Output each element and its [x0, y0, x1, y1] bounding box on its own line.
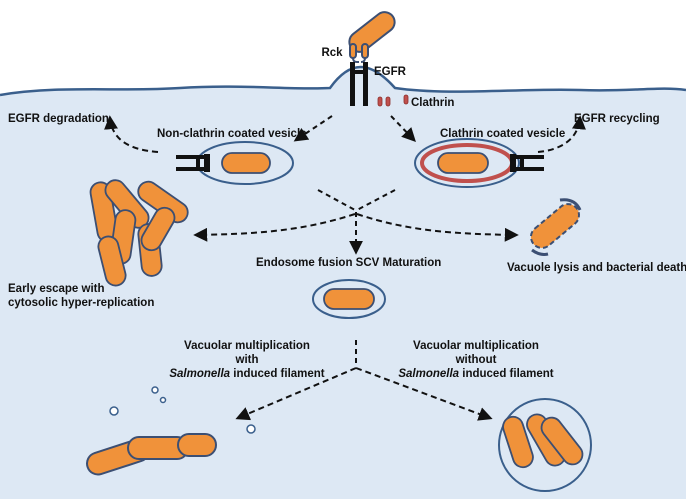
- label-early-escape-line1: Early escape with: [8, 283, 105, 295]
- rck-ligand: [349, 43, 369, 63]
- label-vac-with-line2: with: [235, 354, 259, 366]
- label-vac-without-line1: Vacuolar multiplication: [413, 340, 539, 352]
- label-vac-without-filament: induced filament: [459, 368, 554, 380]
- label-vac-without-salmonella: Salmonella: [398, 368, 459, 380]
- merge-line-left: [317, 189, 356, 211]
- filament-bacteria: [86, 433, 217, 476]
- hyper-replication-cluster: [89, 179, 189, 287]
- label-vac-without-line3: Salmonella induced filament: [398, 368, 553, 380]
- label-vac-without-line2: without: [455, 354, 497, 366]
- vacuole-fragment-bottom: [531, 248, 549, 256]
- label-egfr-recycling: EGFR recycling: [574, 113, 660, 125]
- label-vac-with-line3: Salmonella induced filament: [169, 368, 324, 380]
- label-rck: Rck: [321, 47, 343, 59]
- arrow-egfr-recycling: [537, 115, 586, 153]
- label-early-escape-line2: cytosolic hyper-replication: [8, 297, 154, 309]
- arrow-to-filament: [235, 367, 357, 421]
- small-vesicles: [109, 386, 256, 434]
- label-egfr: EGFR: [374, 66, 407, 78]
- label-clathrin: Clathrin: [411, 97, 454, 109]
- label-vacuole-lysis: Vacuole lysis and bacterial death: [507, 262, 686, 274]
- label-endosome-fusion: Endosome fusion SCV Maturation: [256, 257, 441, 269]
- arrow-to-vacuole-multiplication: [355, 367, 493, 421]
- vacuole-fragment-top: [559, 198, 582, 211]
- egfr-receptor: [350, 62, 368, 106]
- clathrin-pits: [377, 94, 409, 107]
- mature-scv: [312, 279, 386, 319]
- vacuole-multiplication: [498, 398, 592, 492]
- non-clathrin-vesicle: [176, 141, 294, 185]
- arrow-egfr-degradation: [104, 115, 159, 153]
- label-non-clathrin-vesicle: Non-clathrin coated vesicle: [157, 128, 307, 140]
- label-vac-with-salmonella: Salmonella: [169, 368, 230, 380]
- arrow-to-clathrin-vesicle: [390, 115, 416, 143]
- label-vac-with-line1: Vacuolar multiplication: [184, 340, 310, 352]
- clathrin-vesicle: [414, 138, 544, 188]
- lysing-bacterium: [529, 198, 582, 256]
- arrow-to-non-clathrin-vesicle: [293, 115, 333, 142]
- egfr-receptor-right: [510, 154, 544, 172]
- arrow-to-early-escape: [193, 213, 356, 242]
- arrow-to-vacuole-lysis: [356, 213, 519, 242]
- egfr-receptor-left: [176, 154, 210, 172]
- label-vac-with-filament: induced filament: [230, 368, 325, 380]
- label-egfr-degradation: EGFR degradation: [8, 113, 109, 125]
- label-clathrin-vesicle: Clathrin coated vesicle: [440, 128, 565, 140]
- merge-line-right: [356, 189, 396, 211]
